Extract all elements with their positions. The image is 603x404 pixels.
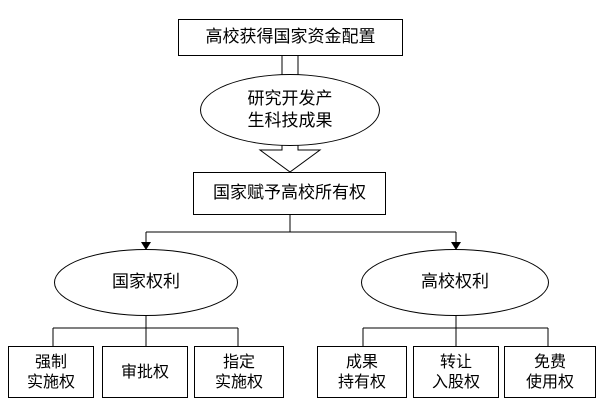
university-right-box: 转让 入股权 <box>413 346 499 398</box>
state-right-label: 强制 实施权 <box>26 352 75 391</box>
funding-allocation-box: 高校获得国家资金配置 <box>178 19 403 56</box>
state-right-box: 强制 实施权 <box>8 346 94 398</box>
research-output-oval: 研究开发产 生科技成果 <box>200 74 380 146</box>
university-right-label: 成果 持有权 <box>337 352 386 391</box>
arrowhead <box>451 242 461 250</box>
state-right-label: 指定 实施权 <box>214 352 263 391</box>
state-right-box: 指定 实施权 <box>194 346 284 398</box>
state-right-label: 审批权 <box>120 362 169 381</box>
state-grant-box: 国家赋予高校所有权 <box>193 172 386 215</box>
funding-allocation-label: 高校获得国家资金配置 <box>205 26 376 47</box>
state-grant-label: 国家赋予高校所有权 <box>213 182 366 203</box>
state-rights-oval: 国家权利 <box>54 249 238 316</box>
university-right-box: 免费 使用权 <box>504 346 596 398</box>
university-right-label: 转让 入股权 <box>431 352 480 391</box>
arrowhead <box>141 242 151 250</box>
university-right-label: 免费 使用权 <box>525 352 574 391</box>
university-rights-oval: 高校权利 <box>361 249 549 316</box>
state-rights-label: 国家权利 <box>112 272 180 293</box>
hollow-down-arrow <box>258 141 322 173</box>
state-right-box: 审批权 <box>102 346 188 398</box>
university-right-box: 成果 持有权 <box>317 346 407 398</box>
university-rights-label: 高校权利 <box>421 272 489 293</box>
research-output-label: 研究开发产 生科技成果 <box>247 88 333 131</box>
